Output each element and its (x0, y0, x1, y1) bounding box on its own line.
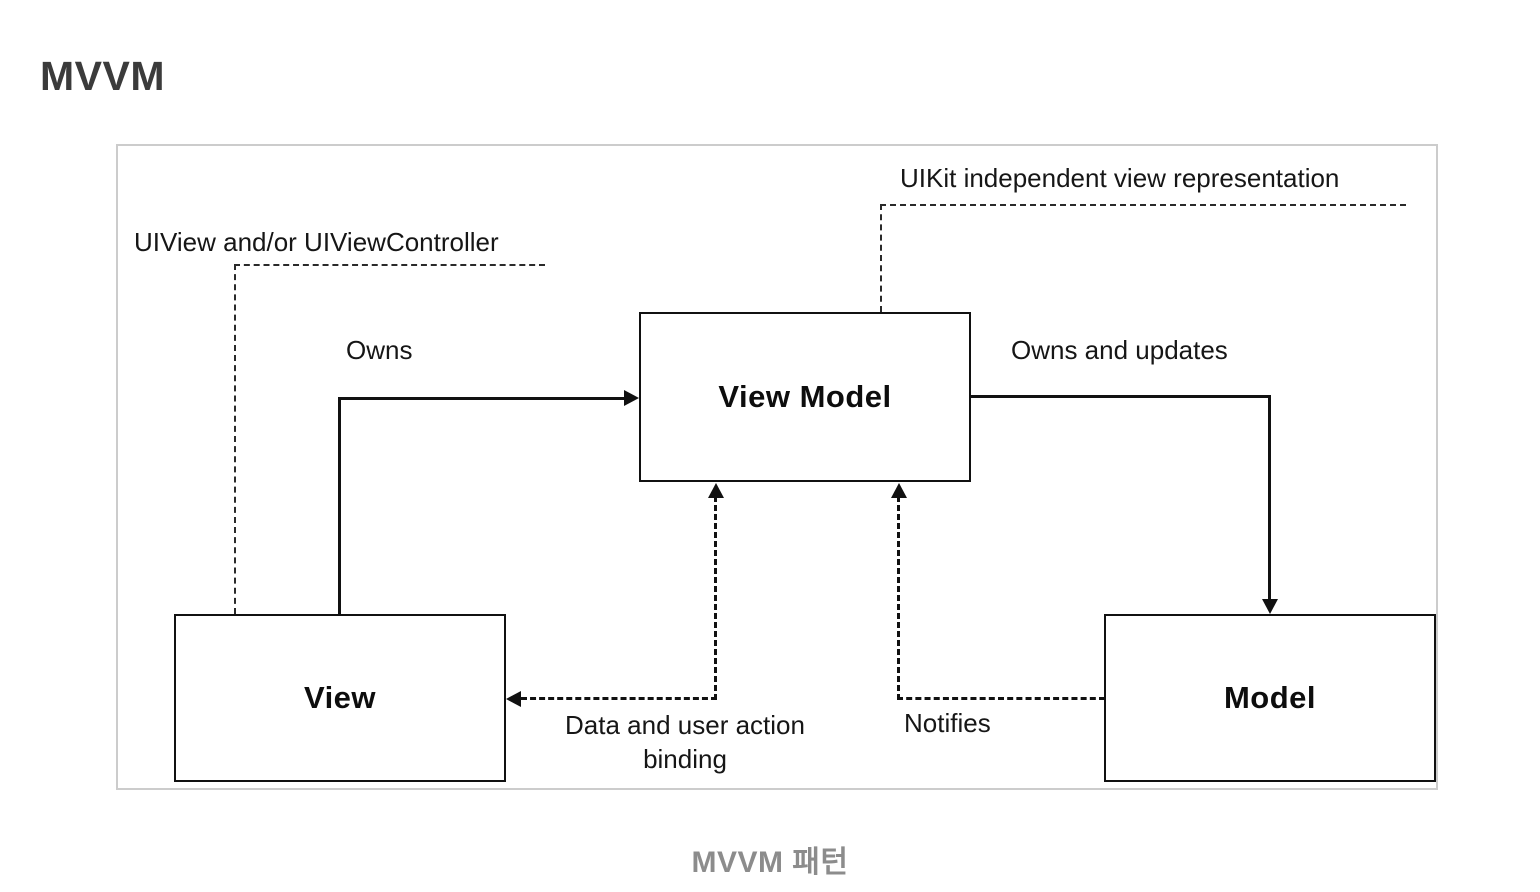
edge-binding-label: Data and user action binding (565, 710, 805, 775)
edge-binding-line-vertical (714, 496, 717, 700)
edge-notifies-line-horizontal (897, 697, 1105, 700)
annotation-uikit: UIKit independent view representation (900, 163, 1340, 193)
edge-owns-updates-label: Owns and updates (1011, 335, 1228, 365)
edge-binding-arrowhead-up-icon (708, 483, 724, 498)
diagram-frame: UIView and/or UIViewController UIKit ind… (116, 144, 1438, 790)
edge-notifies-arrowhead-icon (891, 483, 907, 498)
edge-binding-arrowhead-left-icon (506, 691, 521, 707)
edge-owns-updates-line-vertical (1268, 395, 1271, 600)
edge-binding-line-horizontal (521, 697, 717, 700)
node-view-model-label: View Model (718, 379, 892, 414)
edge-owns-updates-line-horizontal (971, 395, 1271, 398)
annotation-uikit-underline (880, 204, 1406, 206)
edge-owns-arrowhead-icon (624, 390, 639, 406)
annotation-uiview-leader-line (234, 264, 236, 614)
edge-owns-line-horizontal (338, 397, 627, 400)
annotation-uiview: UIView and/or UIViewController (134, 227, 499, 257)
annotation-uiview-underline (234, 264, 545, 266)
annotation-uikit-leader-line (880, 204, 882, 312)
node-model-label: Model (1223, 680, 1317, 715)
node-view-model: View Model (639, 312, 971, 482)
edge-owns-line-vertical (338, 397, 341, 614)
node-view: View (174, 614, 506, 782)
edge-owns-updates-arrowhead-icon (1262, 599, 1278, 614)
edge-notifies-label: Notifies (904, 708, 991, 738)
edge-notifies-line-vertical (897, 496, 900, 700)
node-view-label: View (303, 680, 377, 715)
page-title: MVVM (40, 53, 165, 99)
diagram-caption: MVVM 패턴 (691, 846, 849, 879)
node-model: Model (1104, 614, 1436, 782)
edge-owns-label: Owns (346, 335, 413, 365)
